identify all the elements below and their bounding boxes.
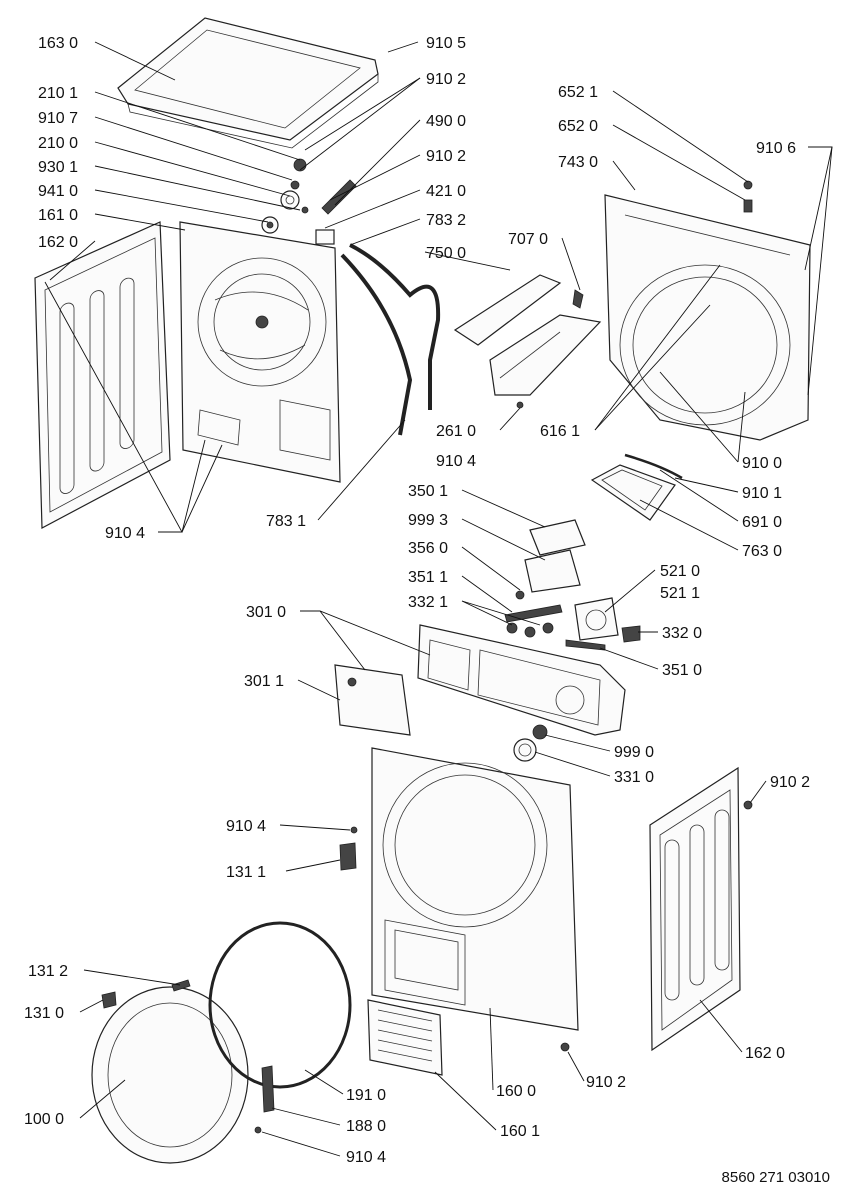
left-side-panel-part (34, 221, 171, 529)
document-number: 8560 271 03010 (721, 1169, 830, 1186)
callout-161-0: 161 0 (38, 207, 78, 224)
callout-490-0: 490 0 (426, 113, 466, 130)
callout-783-2: 783 2 (426, 212, 466, 229)
callout-910-7: 910 7 (38, 110, 78, 127)
callout-910-2-bottom: 910 2 (586, 1074, 626, 1091)
callout-707-0: 707 0 (508, 231, 548, 248)
callout-332-0: 332 0 (662, 625, 702, 642)
sensor-connector-parts (315, 179, 357, 245)
callout-691-0: 691 0 (742, 514, 782, 531)
callout-910-4-duct: 910 4 (436, 453, 476, 470)
callout-999-3: 999 3 (408, 512, 448, 529)
callout-652-1: 652 1 (558, 84, 598, 101)
air-duct-part (453, 274, 602, 409)
callout-783-1: 783 1 (266, 513, 306, 530)
callout-191-0: 191 0 (346, 1087, 386, 1104)
front-frame-part (604, 180, 811, 441)
callout-910-2-mid: 910 2 (426, 148, 466, 165)
callout-910-4-mid: 910 4 (226, 818, 266, 835)
callout-160-0: 160 0 (496, 1083, 536, 1100)
callout-301-1: 301 1 (244, 673, 284, 690)
callout-162-0-left: 162 0 (38, 234, 78, 251)
control-panel-part (334, 624, 626, 736)
callout-941-0: 941 0 (38, 183, 78, 200)
hinge-parts (339, 826, 358, 871)
door-parts (91, 921, 570, 1164)
callout-131-1: 131 1 (226, 864, 266, 881)
control-module-parts (565, 597, 641, 651)
callout-763-0: 763 0 (742, 543, 782, 560)
lint-filter-part (590, 453, 683, 521)
callout-743-0: 743 0 (558, 154, 598, 171)
callout-100-0: 100 0 (24, 1111, 64, 1128)
callout-332-1: 332 1 (408, 594, 448, 611)
callout-163-0: 163 0 (38, 35, 78, 52)
right-side-panel-part (649, 766, 753, 1052)
leader-lines (44, 41, 833, 1157)
callout-210-0: 210 0 (38, 135, 78, 152)
callout-521-1: 521 1 (660, 585, 700, 602)
callout-910-2-right: 910 2 (770, 774, 810, 791)
callout-labels: 163 0 910 5 210 1 910 2 910 7 490 0 210 … (24, 35, 810, 1166)
callout-750-0: 750 0 (426, 245, 466, 262)
callout-910-5: 910 5 (426, 35, 466, 52)
program-knob-part (513, 724, 548, 762)
callout-616-1: 616 1 (540, 423, 580, 440)
callout-350-1: 350 1 (408, 483, 448, 500)
callout-421-0: 421 0 (426, 183, 466, 200)
callout-910-1: 910 1 (742, 485, 782, 502)
callout-910-4-left: 910 4 (105, 525, 145, 542)
callout-160-1: 160 1 (500, 1123, 540, 1140)
callout-351-1: 351 1 (408, 569, 448, 586)
top-cover-part (117, 17, 379, 149)
callout-910-6: 910 6 (756, 140, 796, 157)
hose-parts (340, 243, 441, 436)
callout-162-0-right: 162 0 (745, 1045, 785, 1062)
callout-131-0: 131 0 (24, 1005, 64, 1022)
callout-331-0: 331 0 (614, 769, 654, 786)
callout-521-0: 521 0 (660, 563, 700, 580)
callout-910-4-bottom: 910 4 (346, 1149, 386, 1166)
kickplate-grille-part (367, 999, 443, 1076)
callout-131-2: 131 2 (28, 963, 68, 980)
callout-188-0: 188 0 (346, 1118, 386, 1135)
callout-356-0: 356 0 (408, 540, 448, 557)
callout-261-0: 261 0 (436, 423, 476, 440)
callout-301-0: 301 0 (246, 604, 286, 621)
electronics-parts (504, 519, 586, 638)
callout-210-1: 210 1 (38, 85, 78, 102)
callout-999-0: 999 0 (614, 744, 654, 761)
callout-910-0: 910 0 (742, 455, 782, 472)
callout-351-0: 351 0 (662, 662, 702, 679)
callout-652-0: 652 0 (558, 118, 598, 135)
rear-panel-part (179, 221, 341, 483)
bearing-hardware-parts (261, 158, 309, 234)
callout-930-1: 930 1 (38, 159, 78, 176)
front-panel-part (371, 747, 579, 1031)
callout-910-2-top: 910 2 (426, 71, 466, 88)
